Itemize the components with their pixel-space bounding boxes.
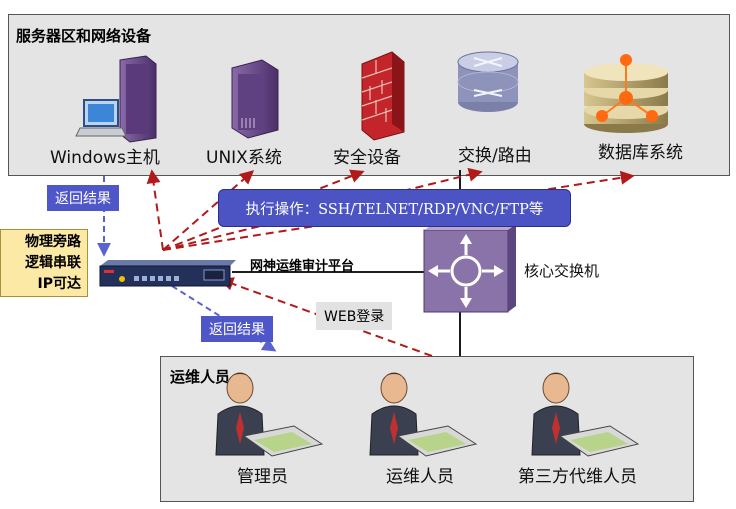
unix-server-icon xyxy=(231,59,279,139)
bypass-note: 物理旁路 逻辑串联 IP可达 xyxy=(0,229,88,297)
router-icon xyxy=(457,51,519,112)
bypass-note-line-2: 逻辑串联 xyxy=(25,255,81,271)
device-label-router: 交换/路由 xyxy=(458,146,532,166)
person-icon-admin xyxy=(215,372,324,457)
core-switch-label: 核心交换机 xyxy=(524,262,600,280)
operations-box: 执行操作：SSH/TELNET/RDP/VNC/FTP等 xyxy=(218,189,571,227)
web-login-tag: WEB登录 xyxy=(316,302,393,330)
device-label-unix: UNIX系统 xyxy=(206,148,282,168)
return-result-top: 返回结果 xyxy=(47,185,119,211)
ops-zone-title: 运维人员 xyxy=(170,368,231,386)
database-icon xyxy=(584,54,668,133)
return-result-bottom: 返回结果 xyxy=(201,316,273,342)
op-arrow-unix xyxy=(162,170,255,251)
audit-platform-label: 网神运维审计平台 xyxy=(250,259,355,274)
windows-host-icon xyxy=(75,55,157,143)
server-zone-title: 服务器区和网络设备 xyxy=(16,27,152,45)
person-label-thirdparty: 第三方代维人员 xyxy=(518,467,637,487)
audit-appliance-icon xyxy=(99,260,236,287)
firewall-icon xyxy=(361,51,405,141)
person-icon-operator xyxy=(369,372,478,457)
bypass-note-line-1: 物理旁路 xyxy=(25,234,81,250)
op-arrow-windows xyxy=(146,169,164,251)
core-switch-icon xyxy=(423,224,516,313)
person-label-operator: 运维人员 xyxy=(386,467,454,487)
person-label-admin: 管理员 xyxy=(237,467,288,487)
person-icon-thirdparty xyxy=(531,372,640,457)
device-label-security: 安全设备 xyxy=(333,148,401,168)
device-label-database: 数据库系统 xyxy=(598,143,683,163)
device-label-windows: Windows主机 xyxy=(50,148,160,168)
bypass-note-line-3: IP可达 xyxy=(37,276,81,292)
